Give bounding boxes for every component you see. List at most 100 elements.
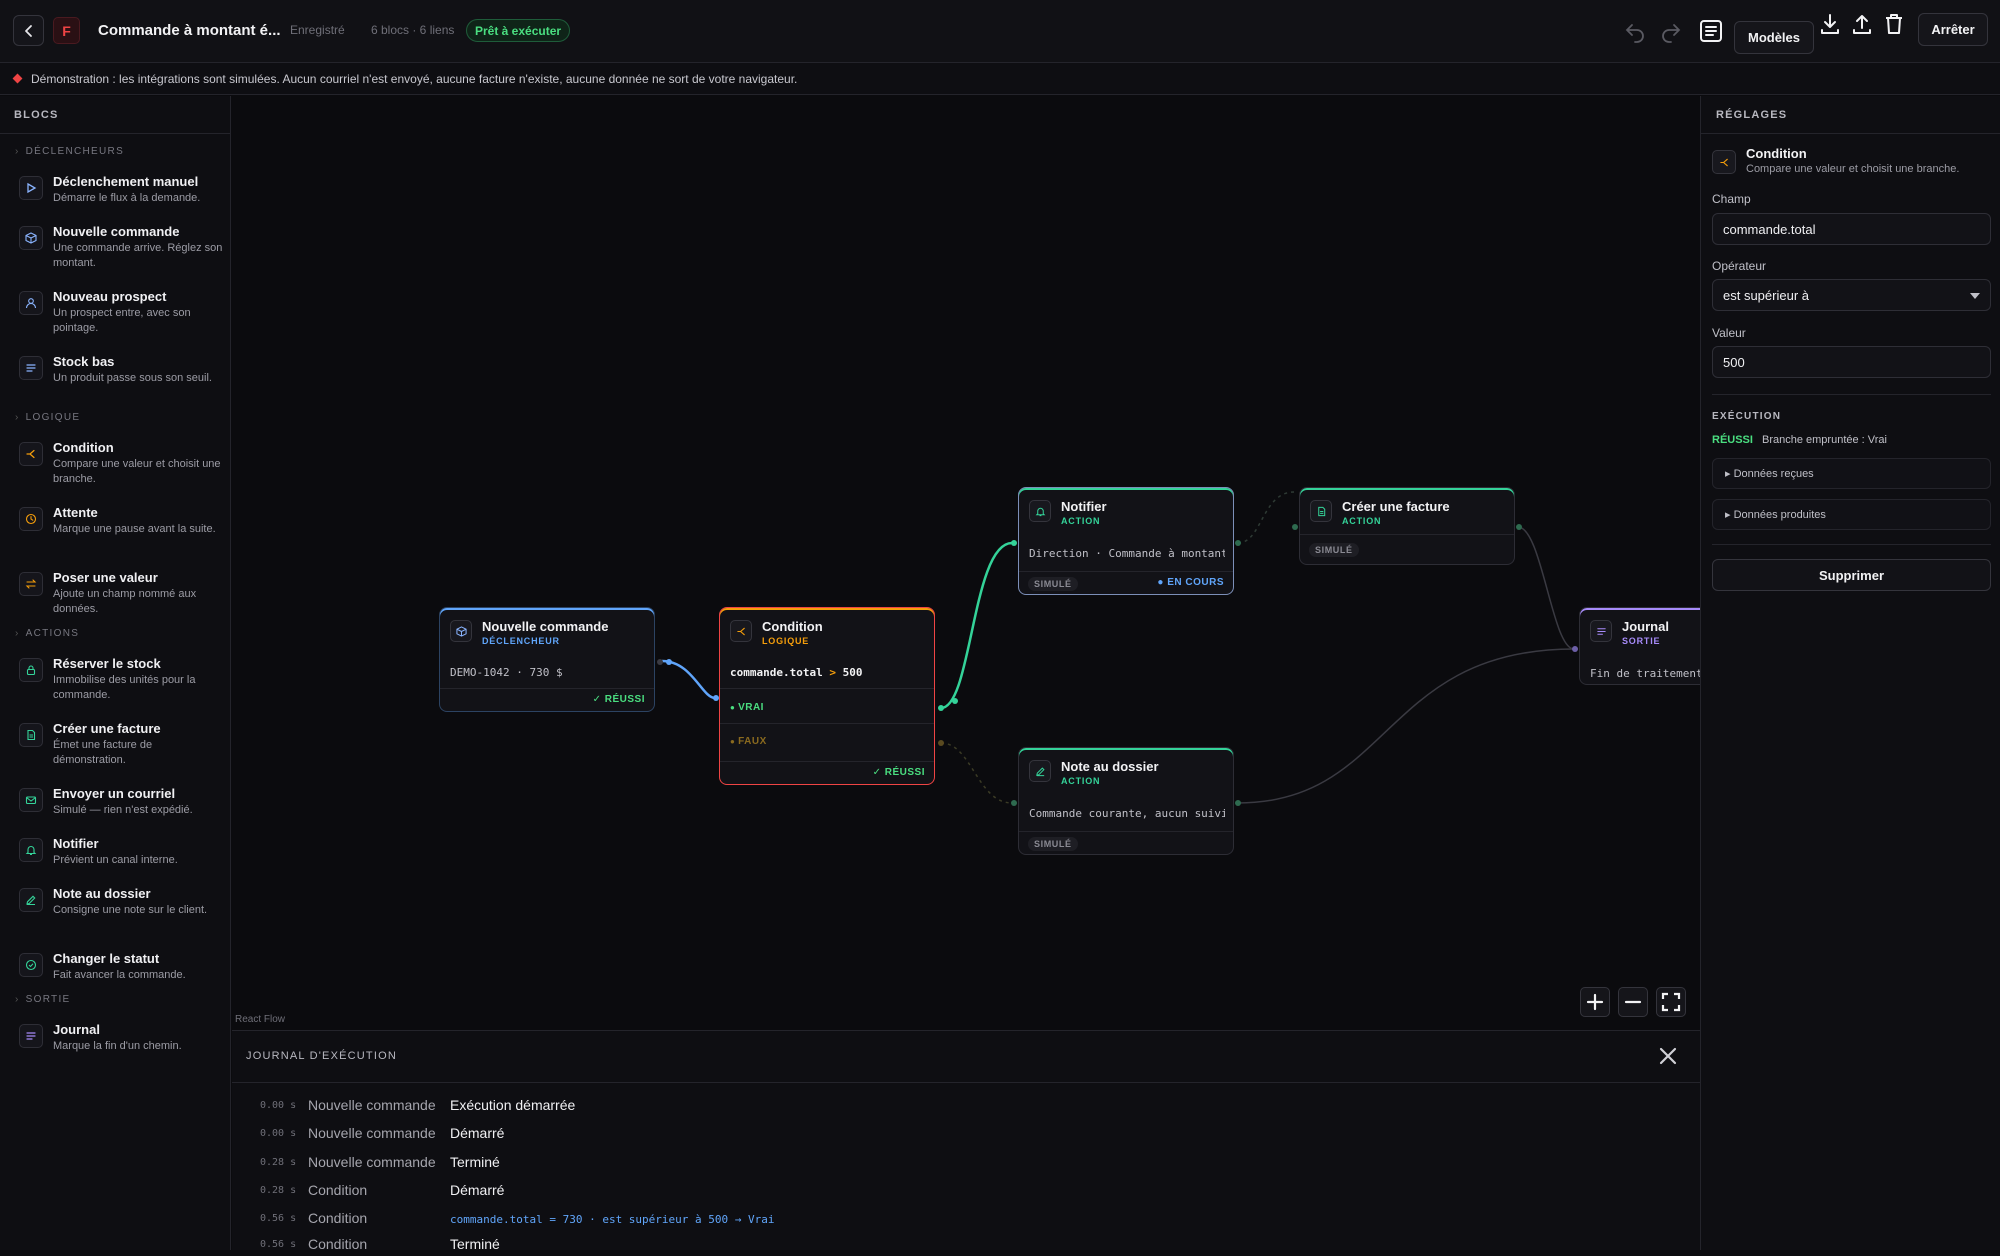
delete-block-button[interactable]: Supprimer bbox=[1712, 559, 1991, 591]
block-name: Nouveau prospect bbox=[53, 289, 167, 304]
node-body: Fin de traitement bbox=[1590, 667, 1700, 680]
block-journal[interactable]: Journal Marque la fin d'un chemin. bbox=[19, 1022, 219, 1062]
chevron-left-icon bbox=[24, 24, 32, 37]
node-type: ACTION bbox=[1061, 776, 1101, 786]
output-handle-true[interactable] bbox=[938, 705, 944, 711]
delete-workflow-button[interactable] bbox=[1879, 9, 1909, 39]
fit-view-button[interactable] bbox=[1656, 987, 1686, 1017]
output-handle-false[interactable] bbox=[938, 740, 944, 746]
close-log-button[interactable] bbox=[1656, 1044, 1680, 1068]
received-data-toggle[interactable]: ▸ Données reçues bbox=[1712, 458, 1991, 489]
ready-badge: Prêt à exécuter bbox=[466, 19, 571, 42]
status-running: ● EN COURS bbox=[1157, 577, 1224, 588]
play-icon bbox=[19, 176, 43, 200]
block-name: Notifier bbox=[53, 836, 99, 851]
block-name: Créer une facture bbox=[53, 721, 161, 736]
node-create-invoice[interactable]: Créer une facture ACTION SIMULÉ bbox=[1299, 487, 1515, 565]
node-type: SORTIE bbox=[1622, 636, 1661, 646]
demo-banner: Démonstration : les intégrations sont si… bbox=[0, 63, 2000, 95]
field-input[interactable]: commande.total bbox=[1712, 213, 1991, 245]
edge-notify-invoice bbox=[1237, 491, 1295, 544]
log-row: 0.28 s Condition Démarré bbox=[260, 1182, 1660, 1202]
branch-icon bbox=[19, 442, 43, 466]
operator-select[interactable]: est supérieur à bbox=[1712, 279, 1991, 311]
output-handle[interactable] bbox=[1235, 800, 1241, 806]
zoom-in-button[interactable] bbox=[1580, 987, 1610, 1017]
condition-expression: commande.total > 500 bbox=[730, 666, 862, 679]
back-button[interactable] bbox=[13, 15, 44, 46]
block-name: Nouvelle commande bbox=[53, 224, 180, 239]
condition-value: 500 bbox=[842, 666, 863, 679]
block-create-invoice[interactable]: Créer une facture Émet une facture de dé… bbox=[19, 721, 219, 776]
redo-button[interactable] bbox=[1656, 16, 1686, 46]
settings-title: RÉGLAGES bbox=[1716, 109, 1788, 121]
simulated-pill: SIMULÉ bbox=[1309, 543, 1359, 557]
pencil-icon bbox=[1029, 760, 1051, 782]
block-condition[interactable]: Condition Compare une valeur et choisit … bbox=[19, 440, 221, 495]
output-handle[interactable] bbox=[1516, 524, 1522, 530]
block-change-status[interactable]: Changer le statut Fait avancer la comman… bbox=[19, 951, 219, 991]
input-handle[interactable] bbox=[1011, 540, 1017, 546]
block-name: Attente bbox=[53, 505, 98, 520]
input-handle[interactable] bbox=[1292, 524, 1298, 530]
block-desc: Émet une facture de démonstration. bbox=[53, 739, 153, 766]
block-new-prospect[interactable]: Nouveau prospect Un prospect entre, avec… bbox=[19, 289, 219, 344]
divider bbox=[1701, 133, 2000, 134]
true-branch-label: VRAI bbox=[738, 702, 764, 713]
node-name: Condition bbox=[762, 619, 823, 634]
group-label-triggers: DÉCLENCHEURS bbox=[15, 146, 124, 157]
block-name: Poser une valeur bbox=[53, 570, 158, 585]
stop-button[interactable]: Arrêter bbox=[1918, 13, 1988, 46]
box-icon bbox=[450, 620, 472, 642]
input-handle[interactable] bbox=[1011, 800, 1017, 806]
block-set-value[interactable]: Poser une valeur Ajoute un champ nommé a… bbox=[19, 570, 219, 625]
clock-icon bbox=[19, 507, 43, 531]
block-low-stock[interactable]: Stock bas Un produit passe sous son seui… bbox=[19, 354, 219, 409]
node-header: Condition LOGIQUE bbox=[720, 608, 934, 654]
upload-button[interactable] bbox=[1847, 9, 1877, 39]
close-icon bbox=[1659, 1047, 1677, 1065]
node-condition[interactable]: Condition LOGIQUE commande.total > 500 ●… bbox=[719, 607, 935, 785]
undo-button[interactable] bbox=[1620, 16, 1650, 46]
block-new-order[interactable]: Nouvelle commande Une commande arrive. R… bbox=[19, 224, 222, 279]
output-handle[interactable] bbox=[657, 659, 663, 665]
node-header: Créer une facture ACTION bbox=[1300, 488, 1514, 534]
output-handle[interactable] bbox=[1235, 540, 1241, 546]
settings-panel: RÉGLAGES Condition Compare une valeur et… bbox=[1700, 96, 2000, 1250]
node-file-note[interactable]: Note au dossier ACTION Commande courante… bbox=[1018, 747, 1234, 855]
block-manual-trigger[interactable]: Déclenchement manuel Démarre le flux à l… bbox=[19, 174, 219, 214]
value-input[interactable]: 500 bbox=[1712, 346, 1991, 378]
block-send-email[interactable]: Envoyer un courriel Simulé — rien n'est … bbox=[19, 786, 219, 826]
templates-button[interactable]: Modèles bbox=[1734, 21, 1814, 54]
node-journal[interactable]: Journal SORTIE Fin de traitement bbox=[1579, 607, 1700, 685]
node-new-order[interactable]: Nouvelle commande DÉCLENCHEUR DEMO-1042 … bbox=[439, 607, 655, 712]
workflow-title[interactable]: Commande à montant é... bbox=[98, 22, 281, 39]
edge-endpoint bbox=[952, 698, 958, 704]
react-flow-attribution[interactable]: React Flow bbox=[235, 1014, 286, 1025]
log-message: Démarré bbox=[450, 1125, 505, 1141]
node-header: Note au dossier ACTION bbox=[1019, 748, 1233, 794]
node-notify[interactable]: Notifier ACTION Direction · Commande à m… bbox=[1018, 487, 1234, 595]
undo-icon bbox=[1625, 24, 1644, 43]
block-notify[interactable]: Notifier Prévient un canal interne. bbox=[19, 836, 219, 876]
lock-icon bbox=[19, 658, 43, 682]
download-button[interactable] bbox=[1815, 9, 1845, 39]
log-toggle-button[interactable] bbox=[1696, 16, 1726, 46]
block-desc: Prévient un canal interne. bbox=[53, 854, 178, 866]
input-handle[interactable] bbox=[713, 695, 719, 701]
list-icon bbox=[19, 356, 43, 380]
log-time: 0.56 s bbox=[260, 1213, 297, 1224]
flow-canvas[interactable]: Nouvelle commande DÉCLENCHEUR DEMO-1042 … bbox=[232, 96, 1700, 1030]
node-footer: ✓ RÉUSSI bbox=[440, 688, 654, 711]
input-handle[interactable] bbox=[1572, 646, 1578, 652]
block-reserve-stock[interactable]: Réserver le stock Immobilise des unités … bbox=[19, 656, 219, 711]
produced-data-toggle[interactable]: ▸ Données produites bbox=[1712, 499, 1991, 530]
block-desc: Simulé — rien n'est expédié. bbox=[53, 804, 193, 816]
group-label-actions: ACTIONS bbox=[15, 628, 79, 639]
condition-operator: > bbox=[829, 666, 836, 679]
block-file-note[interactable]: Note au dossier Consigne une note sur le… bbox=[19, 886, 219, 941]
block-wait[interactable]: Attente Marque une pause avant la suite. bbox=[19, 505, 219, 560]
zoom-out-button[interactable] bbox=[1618, 987, 1648, 1017]
block-desc: Immobilise des unités pour la commande. bbox=[53, 674, 196, 701]
mail-icon bbox=[19, 788, 43, 812]
